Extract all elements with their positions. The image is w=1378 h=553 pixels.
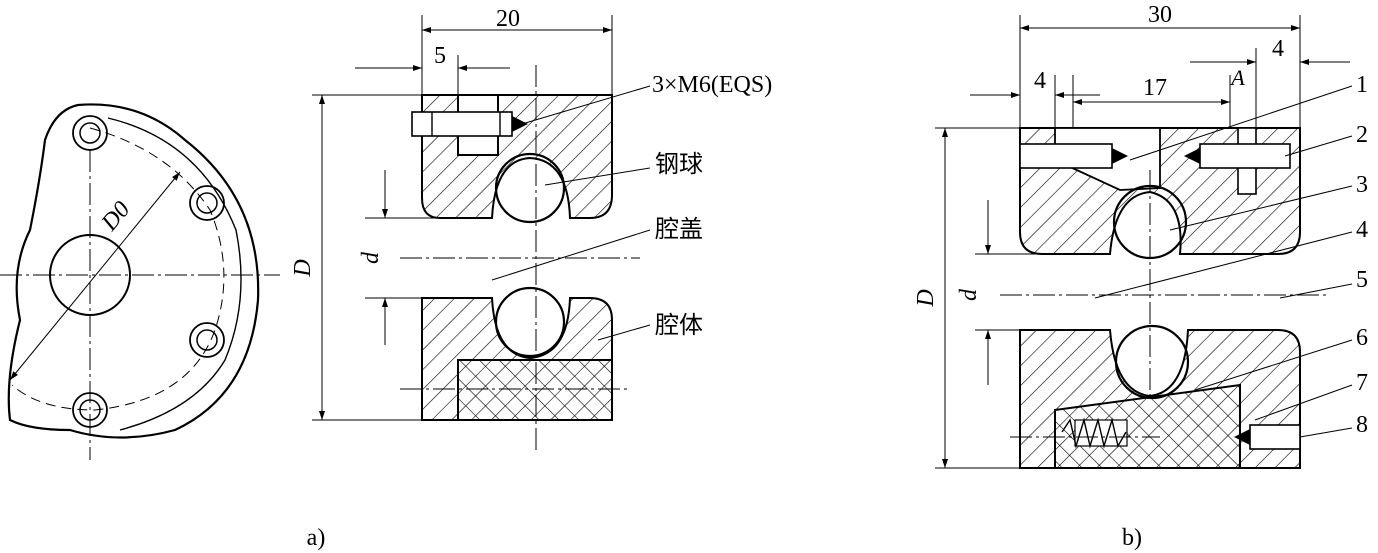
- dim-width-30: 30: [1148, 2, 1172, 28]
- dim-offset-5: 5: [434, 43, 446, 69]
- dim-d-a: d: [358, 251, 384, 264]
- bolt-hole: [72, 115, 108, 151]
- callout-1: 1: [1356, 72, 1368, 98]
- callout-3: 3: [1356, 172, 1368, 198]
- label-screw: 3×M6(EQS): [652, 72, 772, 98]
- caption-b: b): [1122, 525, 1142, 551]
- callout-8: 8: [1356, 412, 1368, 438]
- side-view-a: D0: [0, 103, 280, 460]
- dim-right-4: 4: [1272, 36, 1284, 62]
- dim-D0: D0: [96, 197, 135, 237]
- dim-D-b: D: [913, 289, 939, 307]
- bolt-hole: [189, 322, 225, 358]
- label-body: 腔体: [655, 312, 703, 339]
- callout-6: 6: [1356, 325, 1368, 351]
- callout-4: 4: [1356, 217, 1368, 243]
- dim-D-a: D: [290, 259, 316, 277]
- callout-5: 5: [1356, 267, 1368, 293]
- bolt-hole: [189, 185, 225, 221]
- dim-A: A: [1229, 65, 1245, 90]
- dim-left-4: 4: [1034, 68, 1046, 94]
- bolt-hole: [72, 392, 108, 428]
- caption-a: a): [307, 525, 326, 551]
- label-cover: 腔盖: [655, 216, 703, 243]
- dim-width-20: 20: [496, 6, 520, 32]
- dim-d-b: d: [956, 288, 982, 301]
- section-view-a: 20 5 D d 3×M6(EQS) 钢球 腔盖 腔体 a): [290, 6, 772, 551]
- callout-7: 7: [1356, 370, 1368, 396]
- dim-17: 17: [1143, 75, 1167, 101]
- label-ball: 钢球: [655, 151, 703, 178]
- section-view-b: 30 4 17 4 A D d 1 2 3 4: [913, 2, 1368, 551]
- callout-2: 2: [1356, 122, 1368, 148]
